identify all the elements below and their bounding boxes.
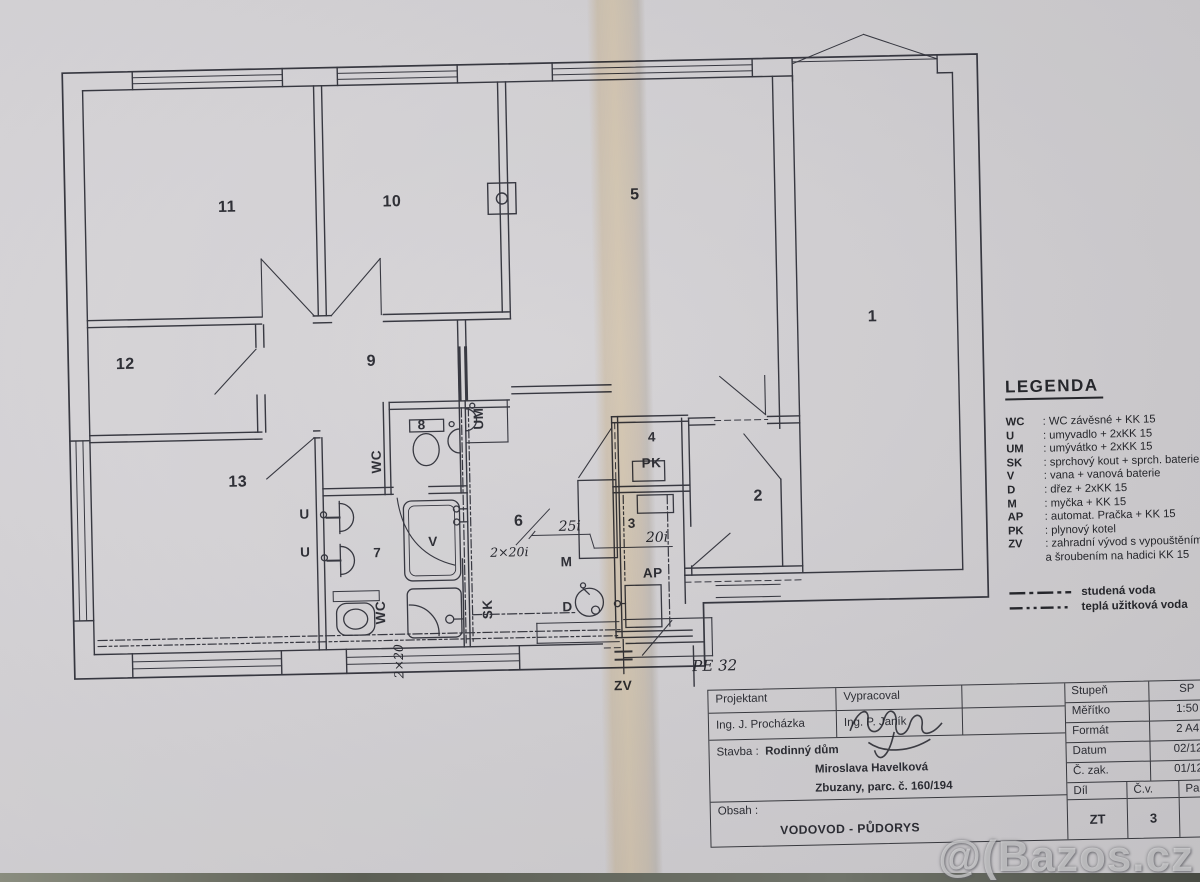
room-label-9: 9 xyxy=(366,352,377,370)
background-surface xyxy=(0,873,1200,882)
label-um: UM xyxy=(470,407,487,430)
annotation-2x20-vertical: 2×20 xyxy=(390,643,407,679)
pare-label: Pare xyxy=(1179,779,1200,798)
label-sk: SK xyxy=(479,599,496,620)
bathtub-icon xyxy=(402,499,469,582)
legend-cold-water: studená voda xyxy=(1009,582,1200,601)
label-u-2: U xyxy=(300,544,311,560)
projektant-name: Ing. J. Procházka xyxy=(708,711,838,740)
room-label-12: 12 xyxy=(115,355,135,374)
corner-sink-icon-room8 xyxy=(447,420,461,454)
cold-water-line-sample xyxy=(1009,590,1072,595)
label-wc-bottom: WC xyxy=(372,600,389,625)
room-label-10: 10 xyxy=(382,193,402,211)
stavba-value-1: Rodinný dům xyxy=(765,744,839,758)
garage-door xyxy=(791,33,939,82)
stupen-value: SP xyxy=(1179,682,1195,695)
room-label-13: 13 xyxy=(228,473,248,491)
datum-value: 02/12 xyxy=(1173,742,1200,756)
label-d: D xyxy=(562,599,573,615)
room-label-8: 8 xyxy=(417,417,426,433)
annotation-pe: PE 32 xyxy=(692,656,738,676)
room-label-5: 5 xyxy=(629,186,640,204)
exterior-walls xyxy=(61,53,990,680)
dil-label: Díl xyxy=(1067,782,1127,801)
datum-label: Datum xyxy=(1066,741,1151,763)
label-ap: AP xyxy=(642,565,663,581)
plumbing-fixtures xyxy=(319,402,675,644)
projektant-label: Projektant xyxy=(708,688,837,713)
shelf xyxy=(332,590,380,603)
room-label-11: 11 xyxy=(217,198,237,216)
zv-symbol xyxy=(614,638,633,675)
legend-line-types: studená voda teplá užitková voda xyxy=(1009,582,1200,616)
shower-icon xyxy=(406,587,465,639)
annotation-2x20i: 2×20i xyxy=(489,544,529,560)
czak-label: Č. zak. xyxy=(1066,761,1152,783)
label-wc-top: WC xyxy=(368,449,385,474)
toilet-icon-room8 xyxy=(408,418,445,467)
legend: LEGENDA WC: WC závěsné + KK 15 U: umyvad… xyxy=(1004,373,1200,616)
stupen-label: Stupeň xyxy=(1065,681,1150,703)
annotation-25: 25i xyxy=(558,518,582,535)
toilet-icon-room7 xyxy=(335,602,376,636)
room-label-4: 4 xyxy=(647,429,657,445)
interior-walls xyxy=(86,75,804,651)
hidden-edges xyxy=(603,418,802,649)
kitchen-counter xyxy=(536,479,620,644)
room-label-3: 3 xyxy=(627,515,636,531)
hot-water-line-sample xyxy=(1009,605,1072,610)
czak-value: 01/12 xyxy=(1174,762,1200,776)
legend-title: LEGENDA xyxy=(1004,375,1103,401)
legend-hot-water: teplá užitková voda xyxy=(1009,597,1200,616)
kitchen-sink-icon xyxy=(574,582,605,617)
cabinet-room3 xyxy=(636,493,675,514)
label-m: M xyxy=(560,554,573,570)
signature xyxy=(849,710,943,759)
room-label-1: 1 xyxy=(867,308,878,326)
meritko-label: Měřítko xyxy=(1065,701,1150,723)
washbasin-icon-2 xyxy=(320,543,356,578)
exterior-walls-inner xyxy=(81,71,964,656)
riser-bold-lines xyxy=(457,346,469,402)
um-sink-icon xyxy=(464,402,478,432)
label-u-1: U xyxy=(299,506,310,522)
annotation-20: 20i xyxy=(645,529,669,547)
meritko-value: 1:50 xyxy=(1175,702,1199,715)
room-label-2: 2 xyxy=(753,487,764,505)
windows xyxy=(69,58,754,679)
stavba-label: Stavba : xyxy=(716,745,759,759)
doors xyxy=(214,257,782,567)
label-pk: PK xyxy=(641,455,662,471)
washbasin-icon-1 xyxy=(319,500,355,535)
room-label-6: 6 xyxy=(513,512,524,530)
label-zv: ZV xyxy=(613,677,633,694)
format-value: 2 A4 xyxy=(1176,722,1200,735)
obsah-label: Obsah : xyxy=(717,804,759,818)
title-block-right: Stupeň SP Měřítko 1:50 Formát 2 A4 Datum 02/… xyxy=(1065,679,1200,840)
chimney xyxy=(486,181,517,216)
bazos-watermark: @(Bazos.cz xyxy=(938,832,1194,881)
room-label-7: 7 xyxy=(373,545,382,561)
label-v: V xyxy=(428,533,439,550)
cv-label: Č.v. xyxy=(1127,780,1179,800)
format-label: Formát xyxy=(1066,721,1151,743)
